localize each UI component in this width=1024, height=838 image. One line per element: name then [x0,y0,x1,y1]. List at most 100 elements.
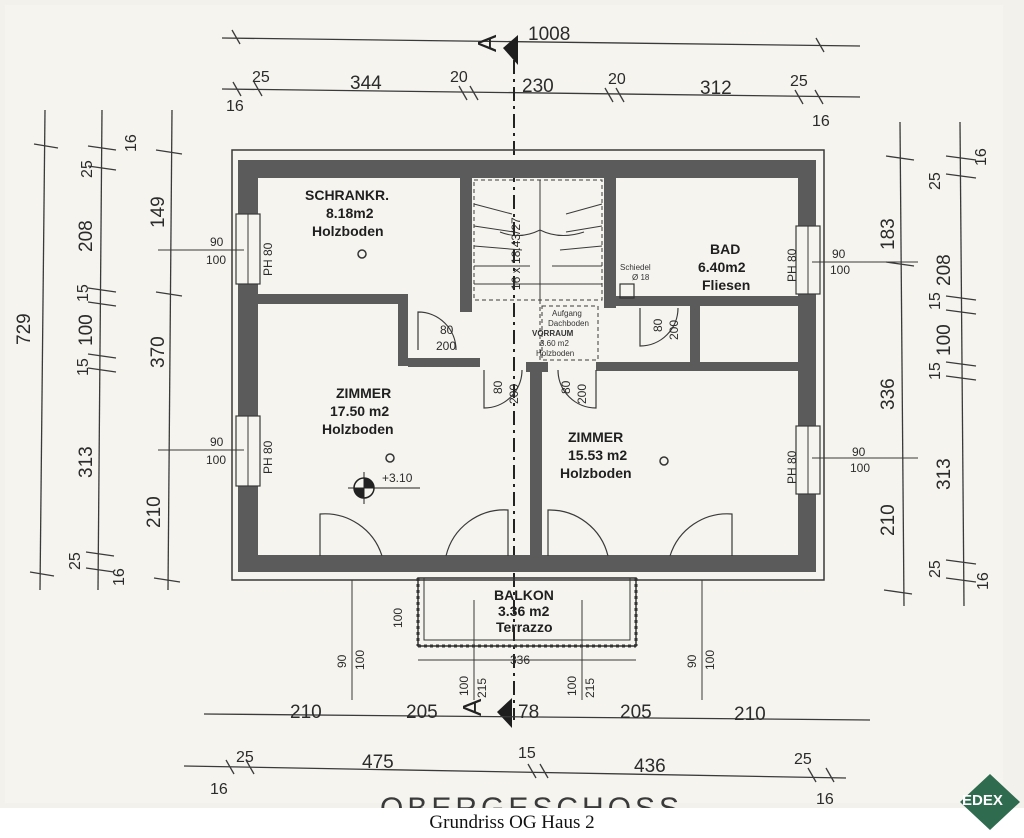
section-arrow-top [503,35,518,65]
edex-logo-text: EDEX [962,792,1003,809]
dim-left-inner-b: 370 [148,336,169,368]
dim-left-inner-c: 210 [144,496,165,528]
dim-top-right-room: 312 [700,78,732,99]
room-bad-floor: Fliesen [702,277,750,293]
floor-plan: 1008 25 16 344 20 230 20 312 25 16 A A 7… [14,24,992,808]
opening-c: 100 [457,676,471,696]
dim-right-c: 208 [934,254,955,286]
room-zimmer1-name: ZIMMER [336,385,391,401]
dim-bottom-center2: 15 [518,745,536,762]
dim-right-d: 15 [927,292,944,310]
dim-left-inner-a: 149 [148,196,169,228]
room-schrank-floor: Holzboden [312,223,384,239]
dim-bottom-left: 210 [290,702,322,723]
room-schrank-area: 8.18m2 [326,205,374,221]
chimney-icon [619,283,635,299]
light-fixture [659,456,669,466]
window-height-4: 100 [850,461,870,475]
window-width-1: 90 [210,235,224,249]
door-vorraum-h: 200 [436,339,456,353]
dim-top-right-outer: 25 [790,73,808,90]
staircase [473,179,603,361]
room-schrank-name: SCHRANKR. [305,187,389,203]
dim-top-left-room: 344 [350,73,382,94]
dim-left-total: 729 [14,313,35,345]
dim-top-left-edge: 16 [226,98,244,115]
dim-top-right-edge: 16 [812,113,830,130]
opening-b: 100 [353,650,367,670]
window-ph-3: PH 80 [785,248,799,282]
room-zimmer2-floor: Holzboden [560,465,632,481]
section-marker-bottom: A [457,698,487,716]
door-bad-h: 200 [667,320,681,340]
dim-right-inner-c: 210 [878,504,899,536]
dim-right-g: 313 [934,458,955,490]
balkon-depth: 100 [391,608,405,628]
door-zimmer2-w: 80 [559,380,573,394]
left-dimension-lines [29,109,183,591]
dim-left-c: 100 [76,314,97,346]
window-ph-2: PH 80 [261,440,275,474]
window-height-3: 100 [830,263,850,277]
light-fixture [385,453,395,463]
dim-right-b: 25 [927,172,944,190]
section-marker-top: A [472,34,502,52]
room-vorraum-floor: Holzboden [536,349,574,358]
dim-bottom-left-room: 475 [362,752,394,773]
dim-bottom-center: 78 [518,702,539,723]
dim-left-top: 25 [79,160,96,178]
room-zimmer1-floor: Holzboden [322,421,394,437]
dim-bottom-right-mid: 205 [620,702,652,723]
dim-bottom-right-edge: 16 [816,791,834,808]
dim-left-e: 313 [76,446,97,478]
dim-right-a: 16 [973,148,990,166]
dim-left-f: 25 [67,552,84,570]
room-zimmer1-area: 17.50 m2 [330,403,389,419]
floor-label: OBERGESCHOSS [380,792,683,808]
bottom-opening-lines [351,580,703,700]
room-balkon-name: BALKON [494,587,554,603]
dim-left-a: 208 [76,220,97,252]
balkon-width: 336 [510,653,530,667]
dim-right-e: 100 [934,324,955,356]
window-ph-1: PH 80 [261,242,275,276]
stairs-spec: 16 x 18.43/27 [509,217,523,290]
dim-right-inner-a: 183 [878,218,899,250]
dim-bottom-left-outer: 25 [236,749,254,766]
door-zimmer1-w: 80 [491,380,505,394]
room-bad-area: 6.40m2 [698,259,746,275]
door-swings [319,307,733,557]
window-width-3: 90 [832,247,846,261]
level-marker-icon [348,472,420,504]
bottom-dimension-lines [183,713,871,783]
vorraum-note2: Dachboden [548,319,589,328]
dim-top-overall: 1008 [528,24,570,45]
dim-right-inner-b: 336 [878,378,899,410]
opening-g: 90 [685,654,699,668]
schiedel-label: Schiedel [620,263,651,272]
dim-left-top-edge: 16 [123,134,140,152]
room-balkon-floor: Terrazzo [496,619,553,635]
dim-left-g: 16 [111,568,128,586]
top-dimension-lines [221,29,861,105]
building-walls [231,149,825,581]
room-zimmer2-name: ZIMMER [568,429,623,445]
dim-right-f: 15 [927,362,944,380]
dim-bottom-left-mid: 205 [406,702,438,723]
dim-bottom-right: 210 [734,704,766,725]
window-height-2: 100 [206,453,226,467]
dim-bottom-left-edge: 16 [210,781,228,798]
dim-right-i: 16 [975,572,992,590]
right-dimension-lines [883,121,977,607]
vorraum-note1: Aufgang [552,309,582,318]
section-arrow-bottom [497,698,512,728]
dim-top-mid: 230 [522,76,554,97]
opening-f: 215 [583,678,597,698]
dim-left-d: 15 [75,358,92,376]
dim-bottom-right-room: 436 [634,756,666,777]
door-zimmer2-h: 200 [575,384,589,404]
opening-h: 100 [703,650,717,670]
room-bad-name: BAD [710,241,740,257]
window-openings [158,213,918,495]
dim-top-mid-left: 20 [450,69,468,86]
